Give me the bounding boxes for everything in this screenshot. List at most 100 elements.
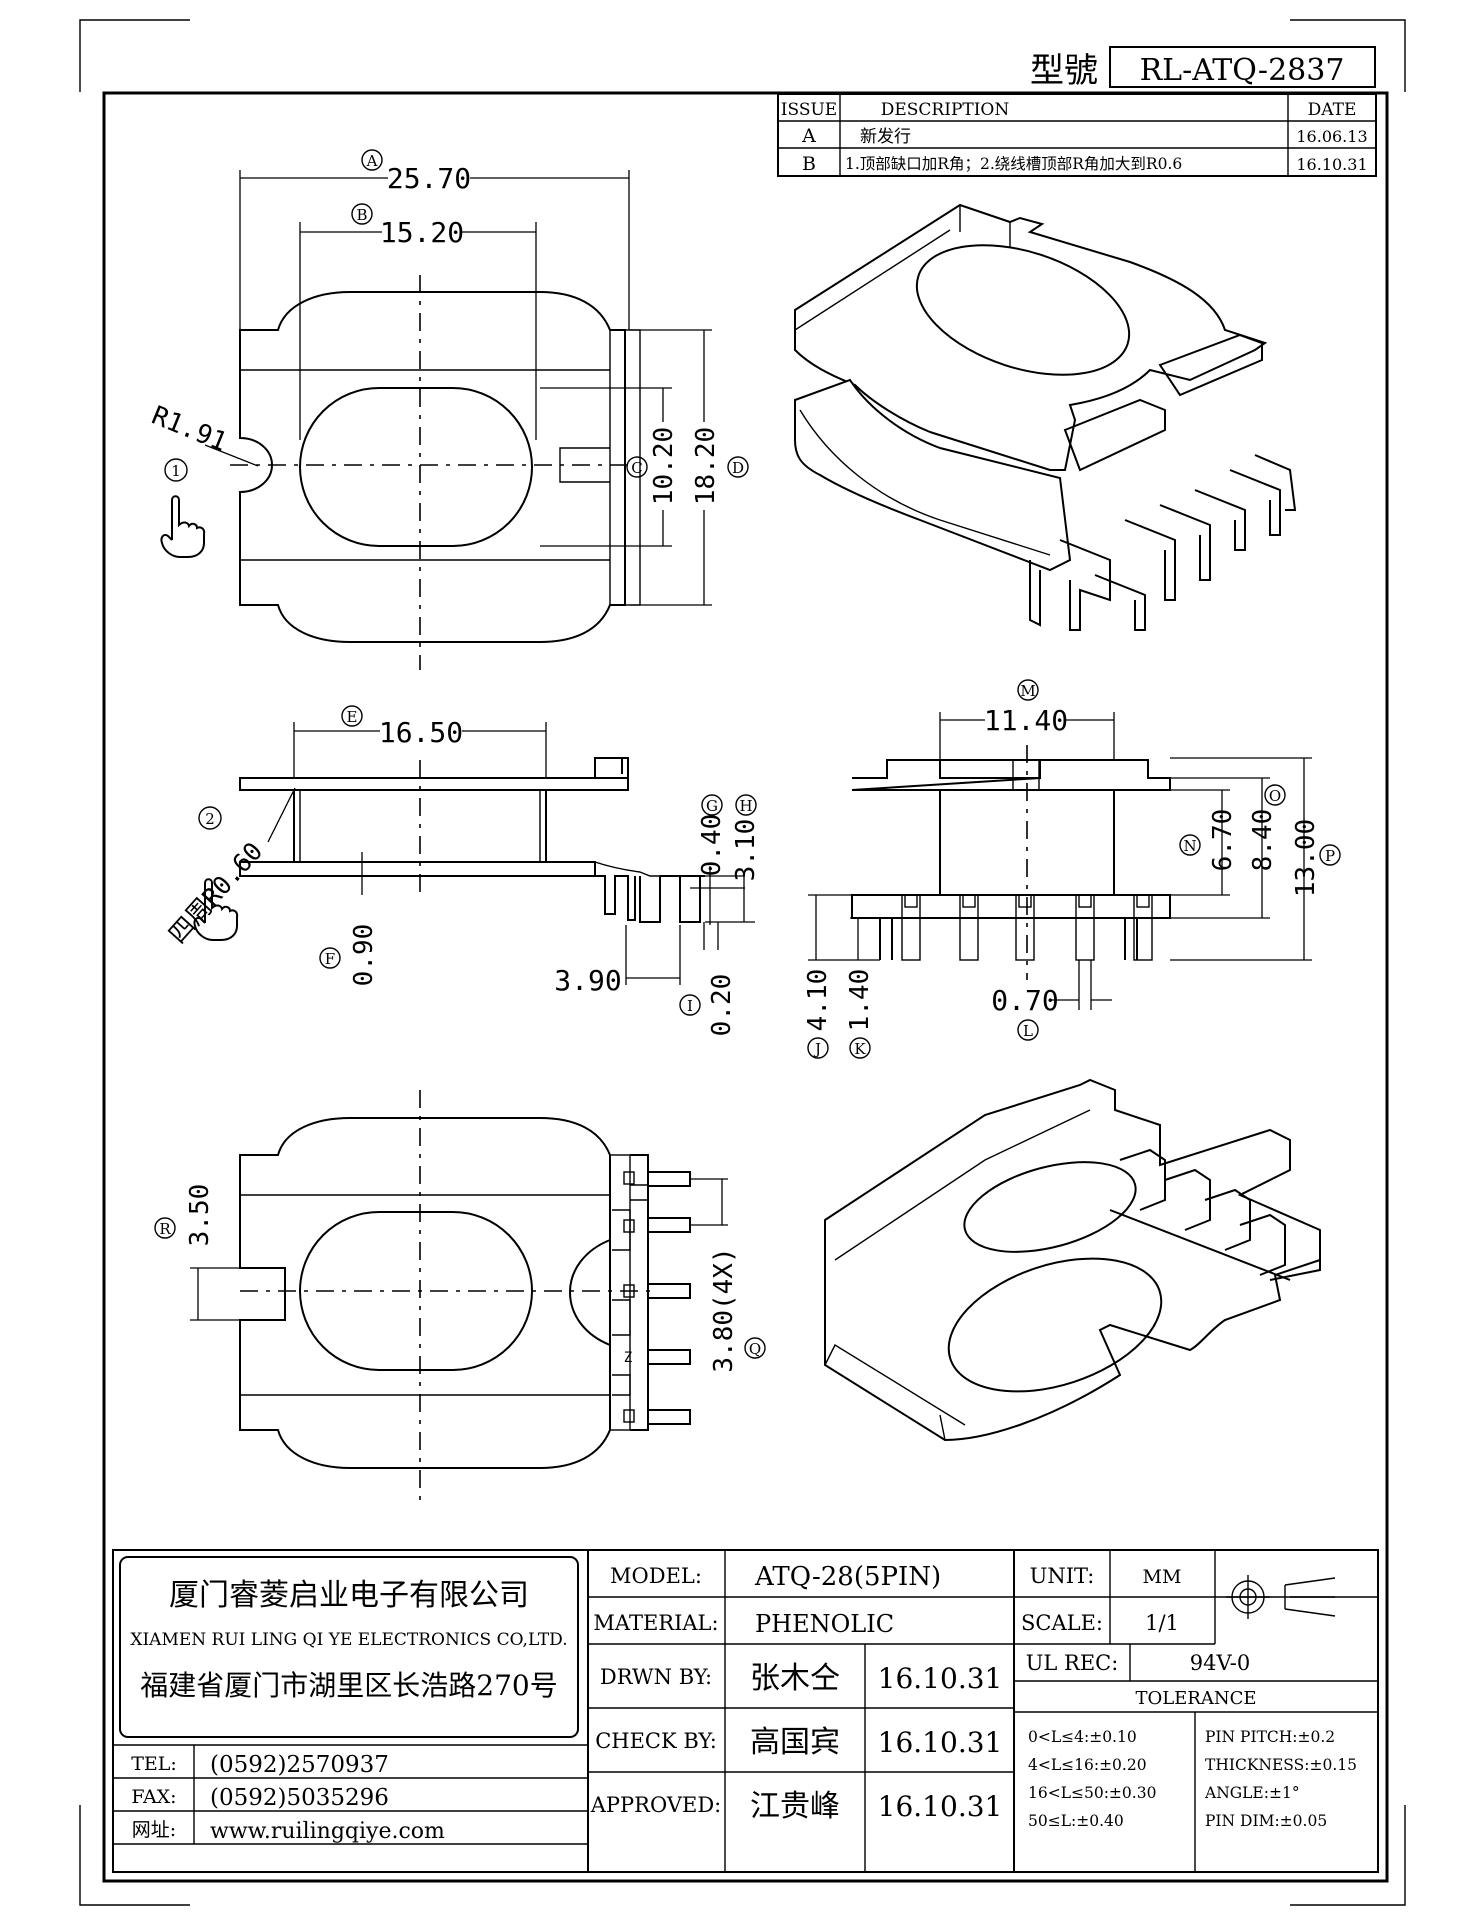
isometric-view-top <box>794 203 1297 631</box>
tolerance-range: 0<L≤4:±0.10 <box>1028 1728 1137 1746</box>
dimension-g-label: G <box>706 797 718 815</box>
pointing-hand-icon <box>160 495 206 558</box>
model-header-label: 型號 <box>1030 51 1098 91</box>
company-name-en: XIAMEN RUI LING QI YE ELECTRONICS CO,LTD… <box>130 1630 567 1650</box>
dimension-c-value: 10.20 <box>649 427 679 505</box>
company-address: 福建省厦门市湖里区长浩路270号 <box>140 1669 557 1702</box>
dimension-g-value: 0.40 <box>697 814 727 877</box>
revision-date: 16.10.31 <box>1296 155 1367 174</box>
revision-header-description: DESCRIPTION <box>881 100 1010 120</box>
model-field-value: ATQ-28(5PIN) <box>754 1562 941 1592</box>
dimension-k-value: 1.40 <box>845 969 875 1032</box>
dimension-e-label: E <box>347 708 358 726</box>
dimension-d-label: D <box>732 459 744 477</box>
dimension-b-value: 15.20 <box>380 216 464 249</box>
tel-number: (0592)2570937 <box>210 1752 389 1778</box>
material-field-value: PHENOLIC <box>755 1610 894 1638</box>
dimension-h-value: 3.10 <box>731 819 761 882</box>
dimension-f-value: 0.90 <box>349 924 379 987</box>
dimension-c-label: C <box>631 459 642 477</box>
tel-label: TEL: <box>131 1753 177 1775</box>
dimension-e-value: 16.50 <box>379 716 463 749</box>
approved-by-name: 江贵峰 <box>750 1789 840 1824</box>
dimension-l-label: L <box>1023 1022 1033 1040</box>
dimension-j-value: 4.10 <box>803 969 833 1032</box>
note-2-fillet: 四周R0.60 <box>163 837 268 949</box>
dimension-r-label: R <box>159 1220 171 1238</box>
drawn-by-date: 16.10.31 <box>878 1662 1003 1695</box>
dimension-o-value: 8.40 <box>1248 809 1278 872</box>
title-block: 厦门睿菱启业电子有限公司 XIAMEN RUI LING QI YE ELECT… <box>112 1549 1379 1873</box>
ul-rec-label: UL REC: <box>1026 1651 1119 1675</box>
side-view-pins <box>879 894 1153 961</box>
website-url: www.ruilingqiye.com <box>210 1819 445 1844</box>
dimension-p-value: 13.00 <box>1291 819 1321 897</box>
dimension-i-value: 3.90 <box>554 964 621 997</box>
revision-issue: B <box>802 153 816 175</box>
isometric-view-bottom <box>824 1078 1321 1442</box>
dimension-l-value: 0.70 <box>991 984 1058 1017</box>
sheet-corner-marks <box>79 19 1406 1906</box>
tolerance-spec: PIN PITCH:±0.2 <box>1205 1728 1335 1746</box>
unit-value: MM <box>1143 1566 1182 1588</box>
revision-description: 新发行 <box>860 127 911 147</box>
pointing-hand-icon <box>193 878 239 941</box>
dimension-n-label: N <box>1183 837 1196 855</box>
dimension-r-value: 3.50 <box>185 1184 215 1247</box>
revision-date: 16.06.13 <box>1296 127 1367 146</box>
model-header: 型號 RL-ATQ-2837 <box>1030 46 1376 91</box>
bottom-view-pins: Z <box>612 1171 691 1425</box>
dimension-o-label: O <box>1269 787 1281 805</box>
revision-table: ISSUE DESCRIPTION DATE A 新发行 16.06.13 B … <box>777 93 1377 177</box>
revision-issue: A <box>801 125 816 147</box>
approved-by-label: APPROVED: <box>590 1793 722 1817</box>
bottom-view: Z <box>239 1090 691 1500</box>
dimension-h-label: H <box>739 797 752 815</box>
note-1-radius: R1.91 <box>147 401 231 458</box>
ul-rec-value: 94V-0 <box>1190 1651 1250 1675</box>
fax-label: FAX: <box>131 1786 176 1808</box>
tolerance-range: 4<L≤16:±0.20 <box>1028 1756 1147 1774</box>
side-view <box>851 745 1171 980</box>
top-view <box>230 275 641 670</box>
dimension-j-label: J <box>813 1040 821 1058</box>
tolerance-range: 16<L≤50:±0.30 <box>1028 1784 1156 1802</box>
tolerance-title: TOLERANCE <box>1135 1688 1256 1709</box>
note-1-number: 1 <box>171 462 181 480</box>
tolerance-range: 50≤L:±0.40 <box>1028 1812 1124 1830</box>
check-by-date: 16.10.31 <box>878 1726 1003 1759</box>
approved-by-date: 16.10.31 <box>878 1790 1003 1823</box>
dimension-a-value: 25.70 <box>387 162 471 195</box>
tolerance-spec: THICKNESS:±0.15 <box>1205 1756 1357 1774</box>
dimension-d-value: 18.20 <box>691 427 721 505</box>
drawn-by-name: 张木仝 <box>750 1661 840 1696</box>
drawn-by-label: DRWN BY: <box>600 1665 712 1689</box>
tolerance-spec: ANGLE:±1° <box>1204 1784 1300 1802</box>
check-by-name: 高国宾 <box>750 1725 840 1760</box>
bottom-view-dimensions: 3.50 R 3.80(4X) Q <box>154 1178 766 1373</box>
revision-description: 1.顶部缺口加R角；2.绕线槽顶部R角加大到R0.6 <box>845 155 1182 173</box>
material-field-label: MATERIAL: <box>593 1611 718 1635</box>
company-name-cn: 厦门睿菱启业电子有限公司 <box>169 1578 529 1613</box>
dimension-pin-thickness-value: 0.20 <box>707 974 737 1037</box>
web-label: 网址: <box>132 1819 176 1841</box>
tolerance-spec: PIN DIM:±0.05 <box>1205 1812 1327 1830</box>
dimension-n-value: 6.70 <box>1208 809 1238 872</box>
revision-header-issue: ISSUE <box>781 100 837 120</box>
pin-1-mark: Z <box>624 1350 632 1366</box>
front-view <box>239 757 705 923</box>
side-view-dimensions: 11.40 M 6.70 N 8.40 O 13.00 P 4.10 J 1.4… <box>803 679 1341 1059</box>
model-number: RL-ATQ-2837 <box>1140 53 1345 88</box>
fax-number: (0592)5035296 <box>210 1785 389 1811</box>
drawing-border <box>102 91 1389 1883</box>
dimension-m-value: 11.40 <box>984 704 1068 737</box>
dimension-b-label: B <box>356 206 367 224</box>
model-field-label: MODEL: <box>610 1564 702 1588</box>
dimension-a-label: A <box>366 152 378 170</box>
dimension-q-value: 3.80(4X) <box>709 1247 739 1372</box>
dimension-i-label: I <box>687 997 693 1015</box>
dimension-k-label: K <box>854 1040 866 1058</box>
dimension-p-label: P <box>1325 847 1335 865</box>
dimension-f-label: F <box>325 950 335 968</box>
